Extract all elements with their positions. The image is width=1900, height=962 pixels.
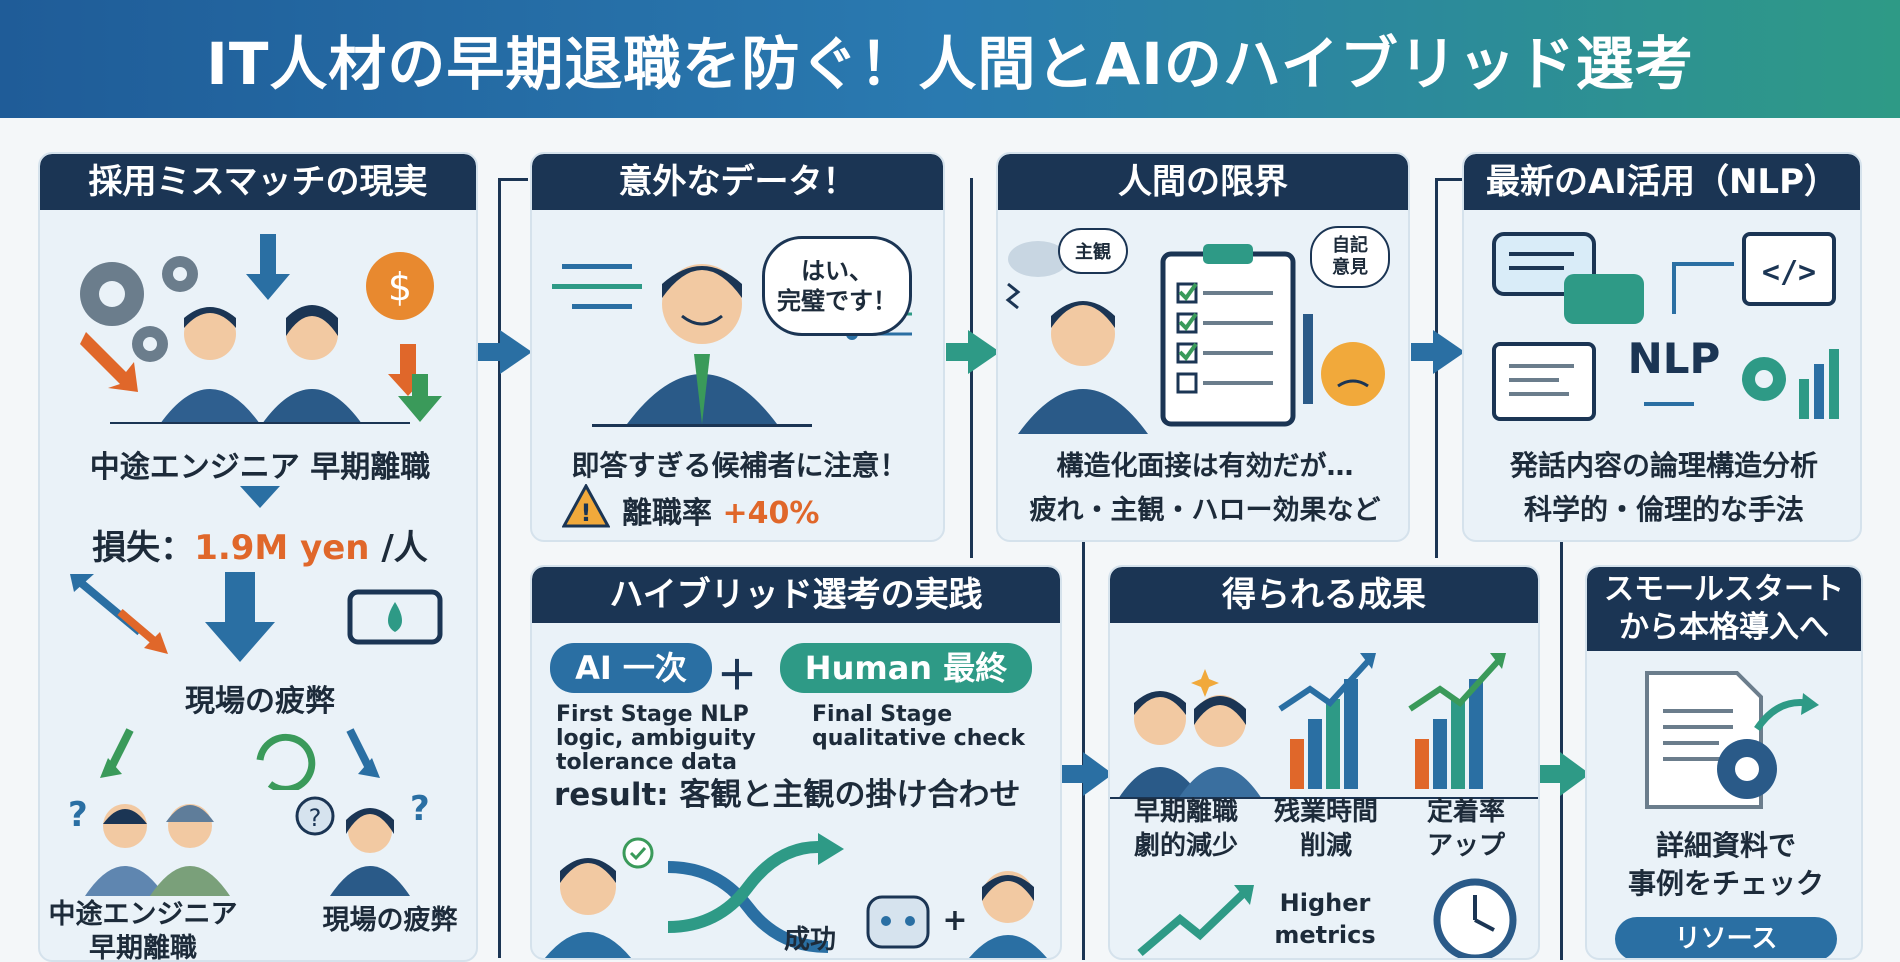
connector-line [1435,178,1465,181]
panel-title: スモールスタート から本格導入へ [1587,567,1861,651]
panel-results: 得られる成果 早期離職 劇的減少 残業時間 削減 定着率 アップ Higher … [1108,565,1540,960]
human-stage-description: Final Stage qualitative check [812,702,1025,751]
thought-bubble-left: 主観 [1058,228,1128,274]
speech-text: はい、 完璧です！ [777,257,897,315]
human-final-stage-pill: Human 最終 [780,643,1032,693]
loss-line: 損失：1.9M yen /人 [40,520,476,569]
caption-scientific: 科学的・倫理的な手法 [1523,493,1804,526]
result-item-early-resignation: 早期離職 劇的減少 [1133,797,1238,861]
caption-check-materials: 詳細資料で 事例をチェック [1627,829,1824,900]
connector-line [498,178,501,958]
panel-hybrid-practice: ハイブリッド選考の実践 AI 一次 ＋ Human 最終 First Stage… [530,565,1062,960]
flow-arrow-stem [478,343,502,361]
connector-line [498,178,528,181]
bottom-left-caption: 中途エンジニア 早期離職 [48,899,238,962]
flow-arrow-icon [500,330,532,374]
flow-arrow-stem [1062,765,1084,783]
svg-text:?: ? [68,795,88,835]
ai-stage-description: First Stage NLP logic, ambiguity toleran… [556,702,756,775]
resource-button[interactable]: リソース [1615,917,1837,958]
results-illustration [1110,653,1538,799]
bottom-right-caption: 現場の疲弊 [322,905,458,936]
nlp-illustration: </> [1492,232,1839,421]
plus-sign: ＋ [717,653,757,699]
document-gear-icon [1645,671,1819,809]
cycle-arrows-illustration [100,728,380,790]
trend-up-icon [1137,885,1254,957]
down-triangle-icon [240,486,280,508]
caption-structured-interview: 構造化面接は有効だが… [1056,451,1354,482]
result-line: result: 客観と主観の掛け合わせ [554,777,1021,813]
nlp-label: NLP [1627,334,1721,383]
panel-title: 意外なデータ！ [532,154,943,210]
caption-biases: 疲れ・主観・ハロー効果など [1029,495,1381,526]
thought-bubble-right: 自記 意見 [1310,226,1390,288]
gears-and-workers-illustration: $ [80,234,442,424]
svg-text:?: ? [309,804,322,832]
panel-human-limits: 人間の限界 主観 自記 意見 構造化面接は有効だが… 疲れ・主観・ハロー効果など [996,152,1410,542]
hybrid-flow-illustration [544,833,1047,958]
plus-sign-small: + [942,903,968,938]
panel-data: 意外なデータ！ はい、 完璧です！ 即答すぎる候補者に注意！ ! 離職率 +40… [530,152,945,542]
warning-icon: ! [562,484,610,528]
success-label: 成功 [783,925,836,955]
connector-line [1082,540,1085,960]
rate-label: 離職率 [622,496,712,531]
higher-metrics-label: Higher metrics [1274,889,1376,949]
rate-line: 離職率 +40% [622,488,902,532]
result-item-retention: 定着率 アップ [1426,797,1505,861]
caption-early-resignation: 中途エンジニア 早期離職 [89,450,431,485]
ai-first-stage-pill: AI 一次 [550,643,712,693]
tired-interviewer-illustration [1005,241,1385,434]
flow-arrow-icon [1433,330,1465,374]
loss-prefix: 損失： [92,528,195,568]
panel-title: 採用ミスマッチの現実 [40,154,476,210]
loss-suffix: /人 [381,528,428,568]
flow-arrow-icon [968,330,1000,374]
caption-logic-analysis: 発話内容の論理構造分析 [1509,449,1818,482]
page-title: IT人材の早期退職を防ぐ！人間とAIのハイブリッド選考 [206,30,1694,98]
thought-text: 自記 意見 [1332,235,1368,278]
panel-title: ハイブリッド選考の実践 [532,567,1060,623]
panel-ai-nlp: 最新のAI活用（NLP） </> NLP 発話内容の論理構造分析 科学的・倫理的… [1462,152,1862,542]
header-banner: IT人材の早期退職を防ぐ！人間とAIのハイブリッド選考 [0,0,1900,118]
svg-text:?: ? [410,789,430,829]
flow-arrow-stem [946,343,970,361]
svg-text:!: ! [581,499,592,527]
flow-arrow-stem [1411,343,1435,361]
caption-fatigue: 現場の疲弊 [185,684,335,719]
connector-line [1560,540,1563,960]
clock-icon [1433,878,1517,958]
panel-title: 最新のAI活用（NLP） [1464,154,1860,210]
loss-value: 1.9M yen [194,528,370,568]
flow-arrow-stem [1539,765,1561,783]
result-item-overtime: 残業時間 削減 [1273,797,1378,861]
caption-candidate-warning: 即答すぎる候補者に注意！ [571,449,908,482]
panel-title: 人間の限界 [998,154,1408,210]
speech-bubble: はい、 完璧です！ [762,236,912,336]
rate-value: +40% [722,496,820,531]
svg-text:</>: </> [1762,255,1816,290]
confused-workers-illustration: ? ? ? [68,789,430,896]
panel-mismatch: 採用ミスマッチの現実 $ 中途エンジニア 早期離職 損失：1.9M yen /人… [38,152,478,962]
panel-title: 得られる成果 [1110,567,1538,623]
thought-text: 主観 [1075,242,1111,263]
loss-arrows-illustration [70,572,443,662]
svg-text:$: $ [388,265,412,309]
panel-small-start: スモールスタート から本格導入へ 詳細資料で 事例をチェック リソース [1585,565,1863,960]
